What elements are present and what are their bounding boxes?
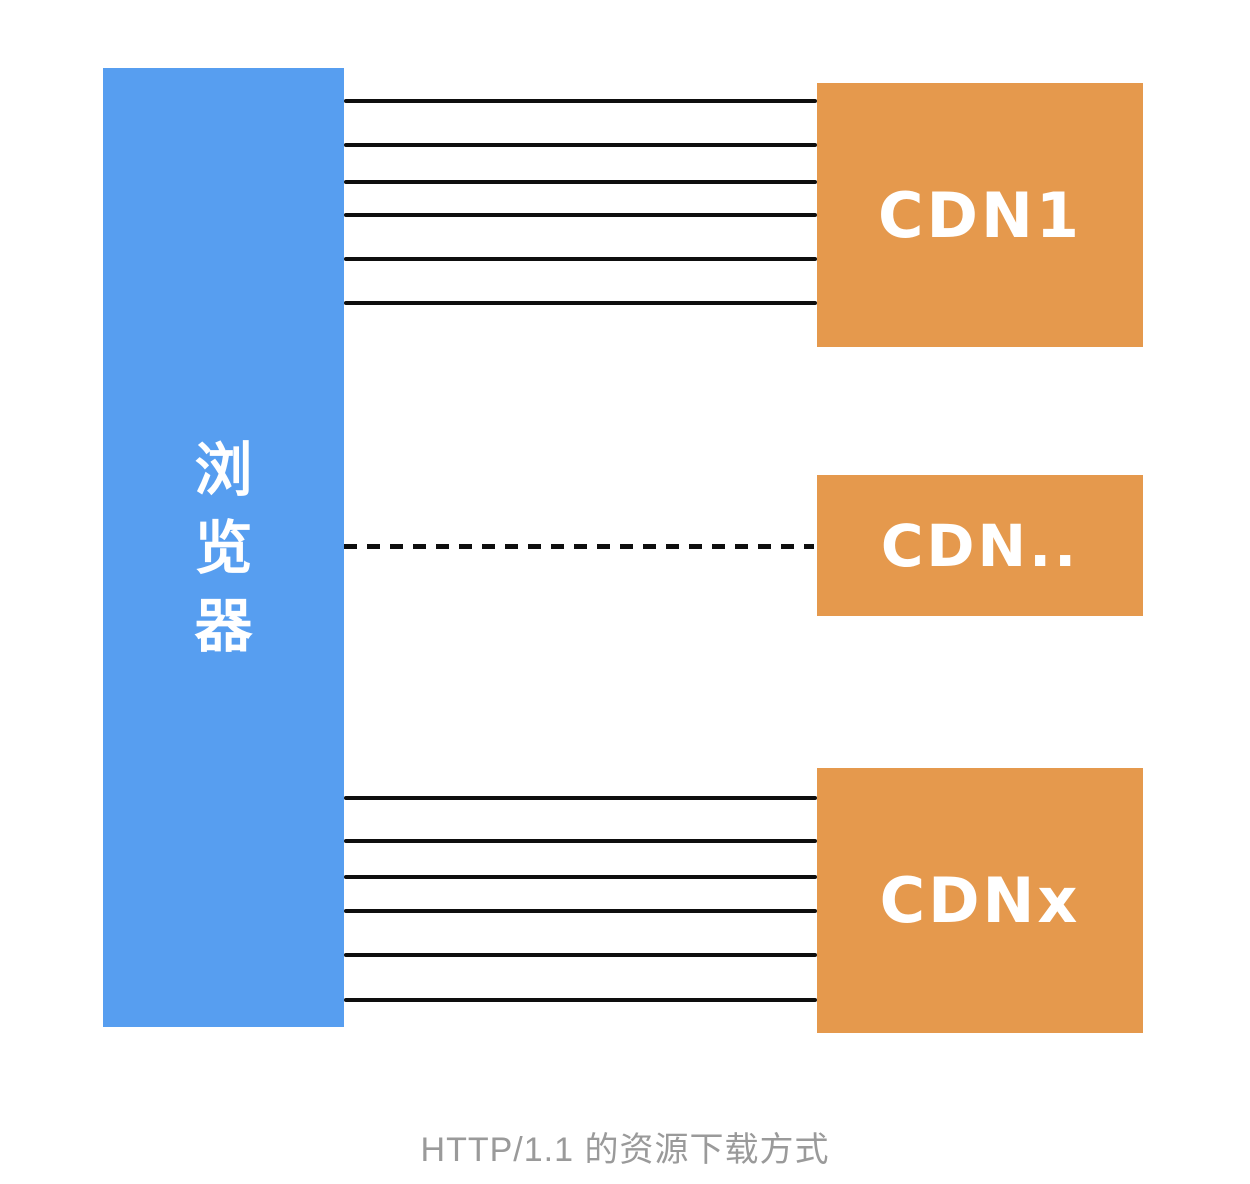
browser-label-char: 器 — [194, 591, 253, 660]
connection-line-cdnx — [344, 796, 817, 800]
cdn1-label: CDN1 — [878, 178, 1082, 252]
connection-line-cdnx — [344, 839, 817, 843]
browser-label-char: 浏 — [194, 435, 253, 504]
connection-line-dashed-cdn-ellipsis — [344, 544, 814, 549]
connection-line-cdn1 — [344, 143, 817, 147]
browser-label-char: 览 — [194, 513, 253, 582]
cdn1-node: CDN1 — [817, 83, 1143, 347]
cdn-ellipsis-node: CDN.. — [817, 475, 1143, 616]
connection-line-cdnx — [344, 953, 817, 957]
browser-node: 浏 览 器 — [103, 68, 344, 1027]
connection-line-cdnx — [344, 875, 817, 879]
diagram-caption: HTTP/1.1 的资源下载方式 — [420, 1131, 830, 1169]
connection-line-cdnx — [344, 909, 817, 913]
connection-line-cdn1 — [344, 213, 817, 217]
cdnx-node: CDNx — [817, 768, 1143, 1033]
connection-line-cdn1 — [344, 99, 817, 103]
connection-line-cdnx — [344, 998, 817, 1002]
connection-line-cdn1 — [344, 301, 817, 305]
connection-line-cdn1 — [344, 257, 817, 261]
cdn-ellipsis-label: CDN.. — [880, 511, 1080, 580]
cdnx-label: CDNx — [879, 864, 1081, 937]
connection-line-cdn1 — [344, 180, 817, 184]
